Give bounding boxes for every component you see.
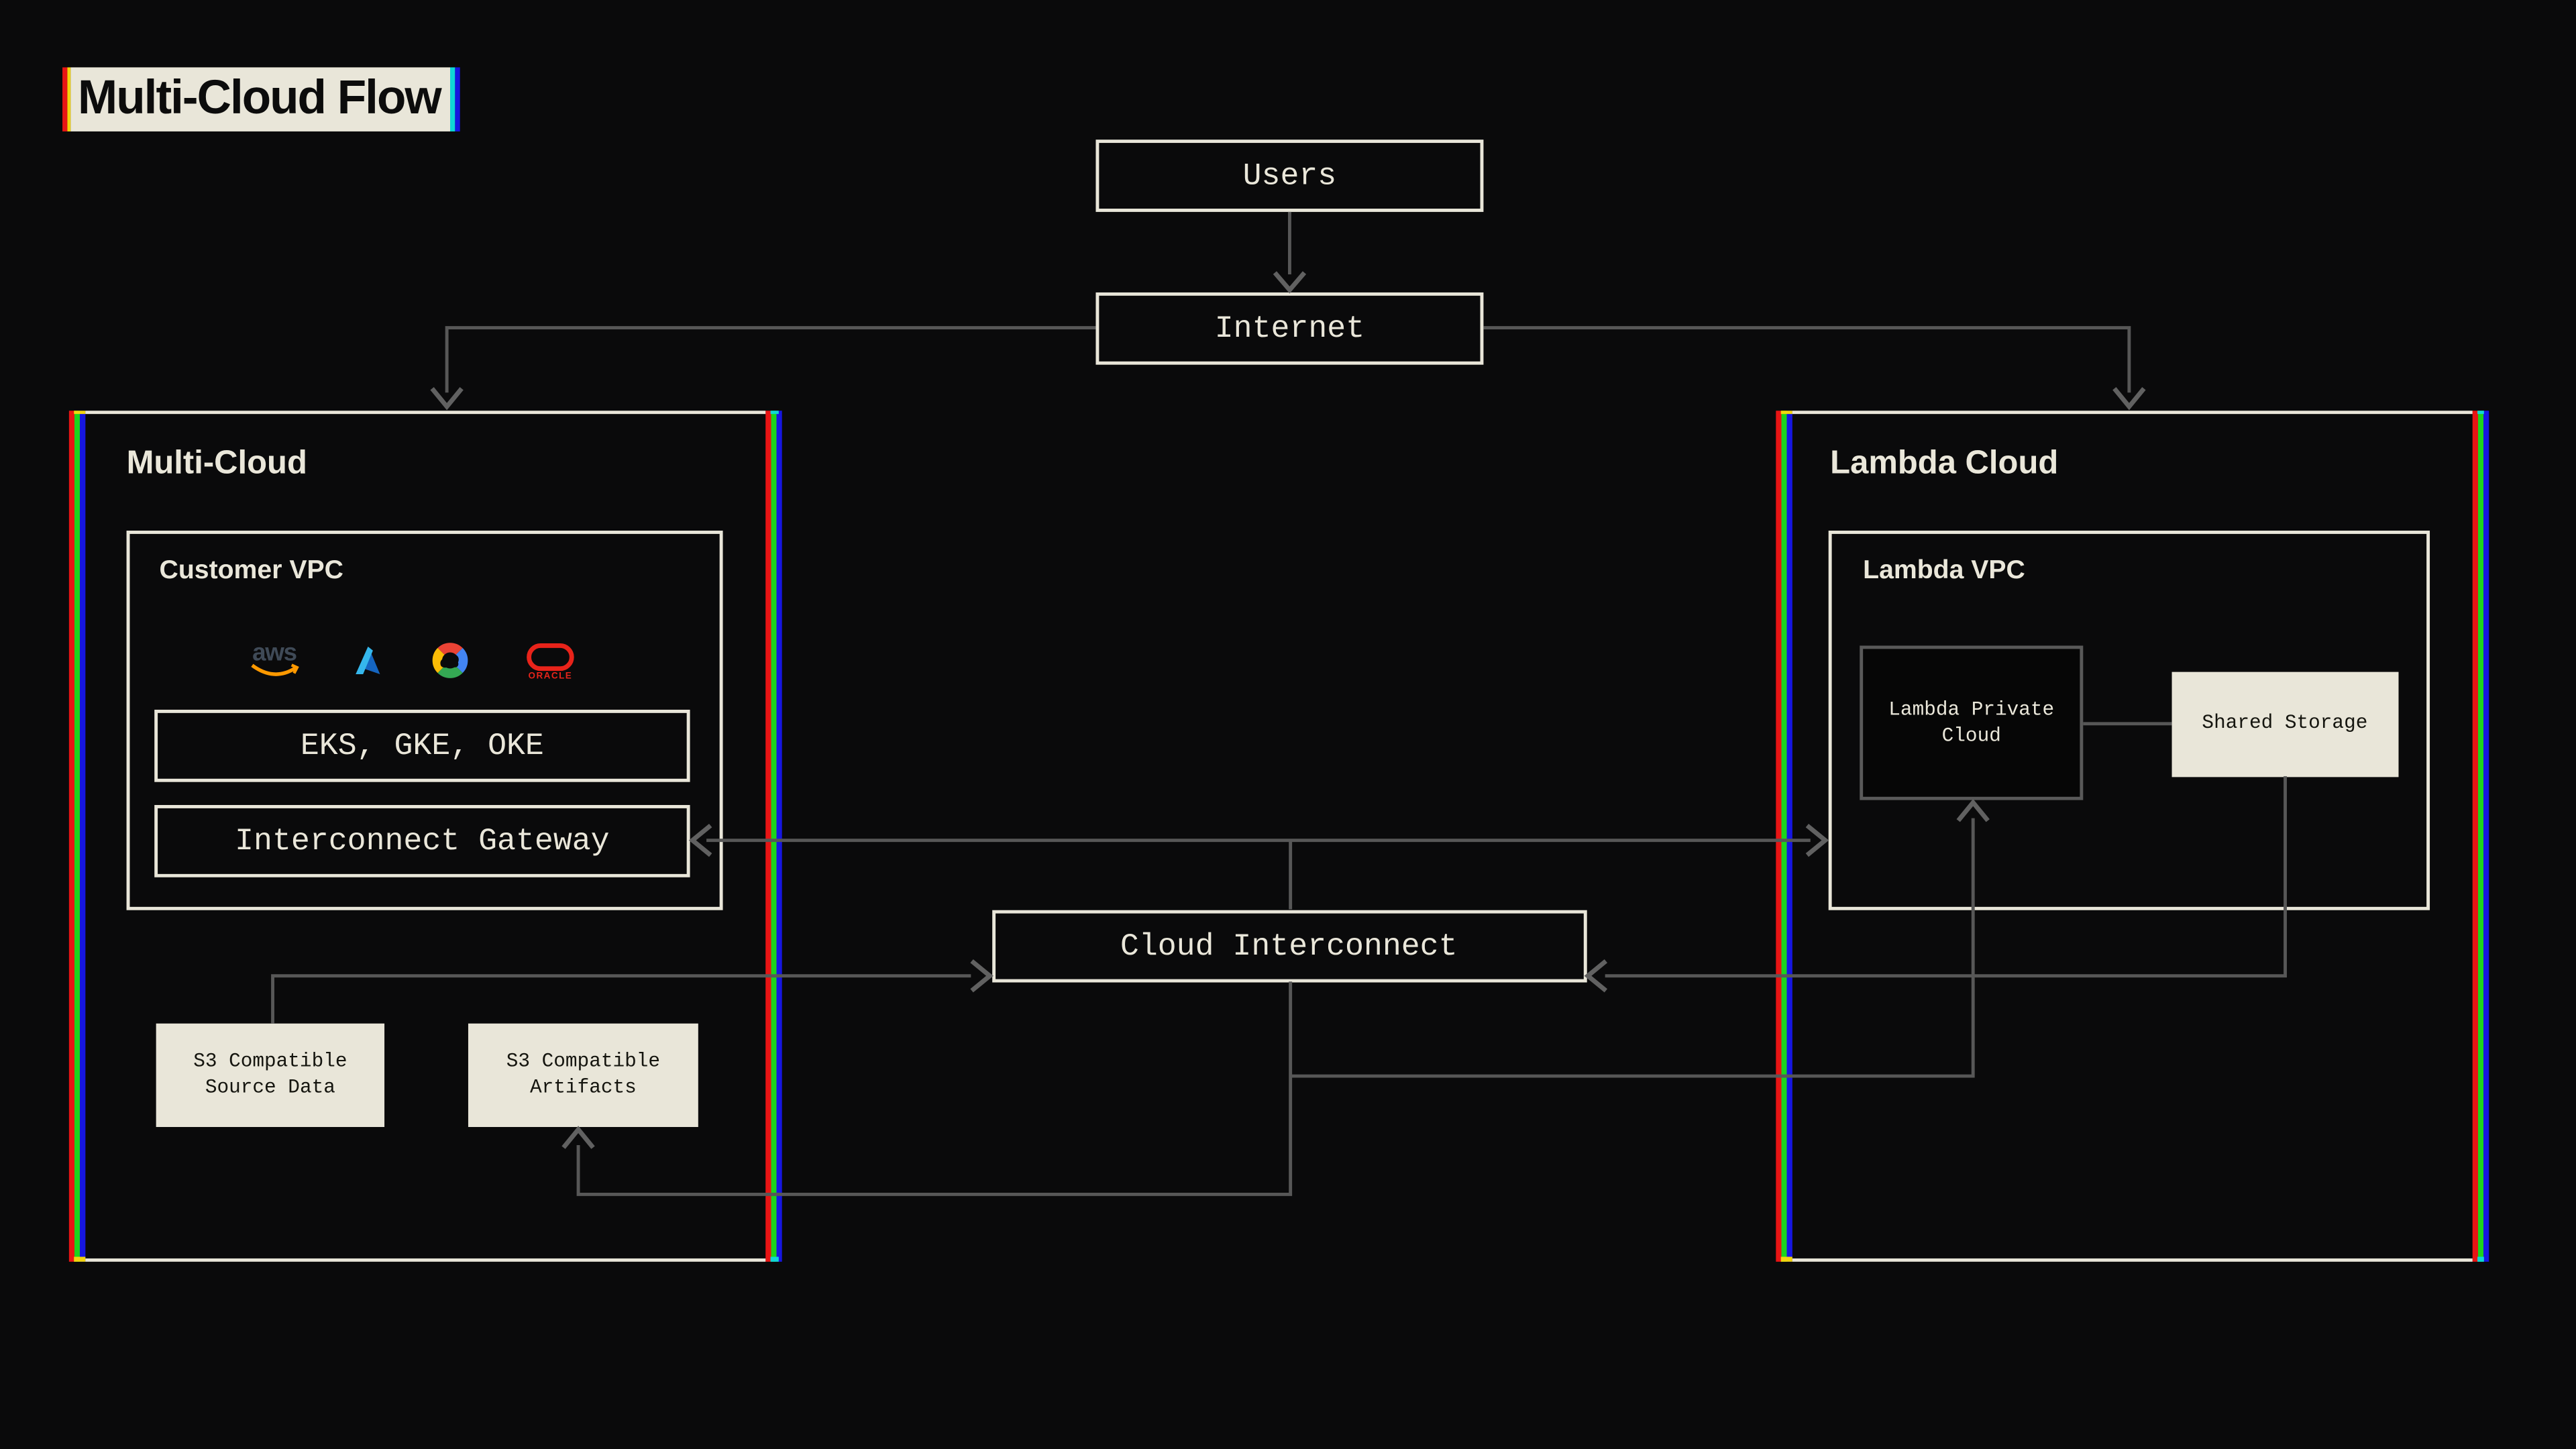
- lambda-cloud-label: Lambda Cloud: [1830, 444, 2059, 481]
- oracle-icon: ORACLE: [524, 643, 576, 682]
- users-label: Users: [1242, 156, 1337, 193]
- aws-icon: aws: [250, 638, 299, 681]
- page-title-text: Multi-Cloud Flow: [71, 67, 451, 132]
- corner-accent: [770, 410, 779, 415]
- s3-source-line1: S3 Compatible: [193, 1049, 347, 1073]
- interconnect-gateway-label: Interconnect Gateway: [235, 822, 610, 859]
- lambda-private-cloud-node: Lambda Private Cloud: [1860, 645, 2084, 800]
- s3-artifacts-node: S3 Compatible Artifacts: [468, 1023, 698, 1128]
- title-blue-stripe: [455, 67, 460, 132]
- lambda-vpc: Lambda VPC: [1828, 531, 2429, 910]
- internet-node: Internet: [1095, 292, 1484, 365]
- s3-artifacts-line1: S3 Compatible: [506, 1049, 661, 1073]
- s3-artifacts-line2: Artifacts: [530, 1075, 637, 1099]
- multi-cloud-region: Multi-Cloud: [68, 410, 782, 1262]
- aws-smile-arrow: [251, 663, 299, 676]
- lambda-private-cloud-line2: Cloud: [1941, 723, 2001, 747]
- kubernetes-services-label: EKS, GKE, OKE: [300, 727, 544, 764]
- multi-cloud-left-rgb-border: [68, 410, 86, 1262]
- corner-accent: [770, 1256, 779, 1262]
- azure-icon: [349, 643, 383, 676]
- corner-accent: [74, 410, 86, 415]
- lambda-private-cloud-line1: Lambda Private: [1888, 697, 2055, 720]
- lambda-cloud-left-rgb-border: [1776, 410, 1792, 1262]
- multi-cloud-top-border: [85, 410, 766, 414]
- multi-cloud-label: Multi-Cloud: [126, 444, 307, 481]
- corner-accent: [2476, 1256, 2485, 1262]
- cloud-interconnect-label: Cloud Interconnect: [1120, 927, 1458, 964]
- title-yellow-stripe: [66, 67, 72, 132]
- corner-accent: [2476, 410, 2485, 415]
- oracle-logo-text: ORACLE: [528, 672, 573, 682]
- corner-accent: [74, 1256, 86, 1262]
- s3-source-line2: Source Data: [205, 1075, 335, 1099]
- lambda-cloud-top-border: [1792, 410, 2472, 414]
- customer-vpc: Customer VPC: [125, 531, 722, 910]
- corner-accent: [1781, 410, 1792, 415]
- aws-logo-text: aws: [252, 638, 297, 667]
- customer-vpc-label: Customer VPC: [159, 557, 343, 585]
- multi-cloud-bottom-border: [85, 1257, 766, 1262]
- title-red-stripe: [62, 67, 67, 132]
- lambda-cloud-bottom-border: [1792, 1257, 2472, 1262]
- kubernetes-services-node: EKS, GKE, OKE: [154, 709, 690, 782]
- shared-storage-node: Shared Storage: [2171, 672, 2398, 777]
- lambda-cloud-right-rgb-border: [2471, 410, 2488, 1262]
- lambda-cloud-region: Lambda Cloud: [1776, 410, 2488, 1262]
- shared-storage-label: Shared Storage: [2202, 711, 2368, 735]
- page-title: Multi-Cloud Flow: [62, 67, 460, 132]
- users-node: Users: [1095, 138, 1484, 211]
- s3-source-node: S3 Compatible Source Data: [156, 1023, 385, 1128]
- cloud-interconnect-node: Cloud Interconnect: [991, 909, 1587, 982]
- title-cyan-stripe: [450, 67, 455, 132]
- internet-label: Internet: [1214, 310, 1365, 347]
- google-cloud-icon: [429, 641, 472, 678]
- lambda-vpc-label: Lambda VPC: [1863, 557, 2025, 585]
- multi-cloud-right-rgb-border: [765, 410, 782, 1262]
- corner-accent: [1781, 1256, 1792, 1262]
- interconnect-gateway-node: Interconnect Gateway: [154, 805, 690, 877]
